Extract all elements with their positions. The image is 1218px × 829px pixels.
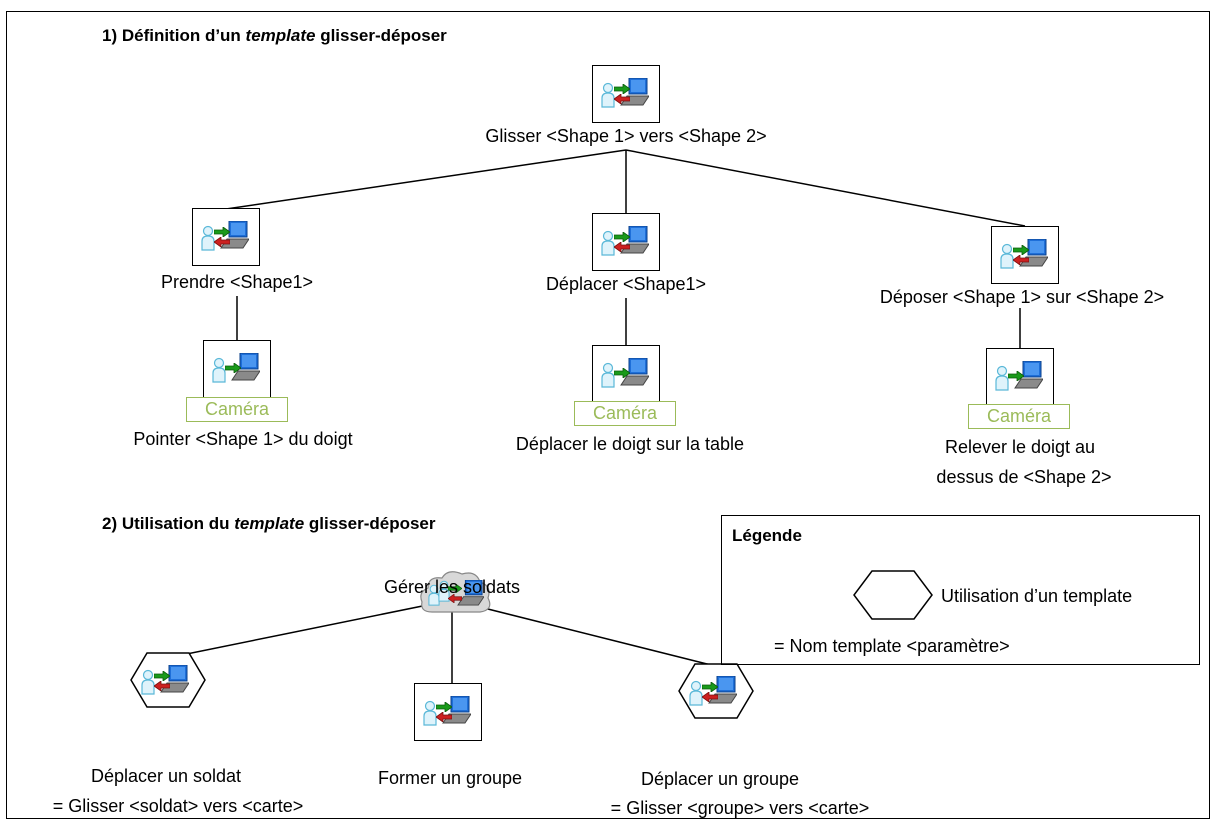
user-to-computer-icon bbox=[601, 358, 649, 388]
leaf-task-pointer bbox=[203, 340, 271, 398]
root-interaction-task bbox=[592, 65, 660, 123]
hexagon-template-icon bbox=[130, 652, 206, 708]
user-computer-interaction-icon bbox=[201, 221, 249, 251]
legend-box: Légende Utilisation d’un template = Nom … bbox=[721, 515, 1200, 665]
hexagon-template-icon bbox=[678, 663, 754, 719]
leaf-label-deplacer-doigt: Déplacer le doigt sur la table bbox=[515, 434, 745, 454]
hexagon-template-icon bbox=[853, 570, 933, 620]
tree2-child1-line1: Déplacer un soldat bbox=[90, 766, 242, 786]
legend-item-text: Utilisation d’un template bbox=[941, 586, 1133, 606]
tree2-child3-line2: = Glisser <groupe> vers <carte> bbox=[610, 798, 870, 818]
leaf-task-deplacer-doigt bbox=[592, 345, 660, 403]
child-label-deplacer: Déplacer <Shape1> bbox=[545, 274, 707, 294]
leaf-task-relever bbox=[986, 348, 1054, 406]
user-to-computer-icon bbox=[995, 361, 1043, 391]
child-task-prendre bbox=[192, 208, 260, 266]
leaf-label-pointer: Pointer <Shape 1> du doigt bbox=[133, 429, 353, 449]
user-computer-interaction-icon bbox=[1000, 239, 1048, 269]
cloud-abstract-task-icon bbox=[420, 571, 491, 613]
child-task-deposer bbox=[991, 226, 1059, 284]
legend-format-text: = Nom template <paramètre> bbox=[774, 636, 1010, 656]
user-computer-interaction-icon bbox=[601, 226, 649, 256]
diagram-frame bbox=[6, 11, 1210, 819]
child-label-deposer: Déposer <Shape 1> sur <Shape 2> bbox=[879, 287, 1165, 307]
child-label-prendre: Prendre <Shape1> bbox=[160, 272, 314, 292]
section1-title: 1) Définition d’un template glisser-dépo… bbox=[102, 26, 447, 45]
tree2-child3-line1: Déplacer un groupe bbox=[640, 769, 800, 789]
user-to-computer-icon bbox=[212, 353, 260, 383]
camera-tag: Caméra bbox=[574, 401, 676, 426]
tree2-child2-task bbox=[414, 683, 482, 741]
user-computer-interaction-icon bbox=[423, 696, 471, 726]
camera-tag: Caméra bbox=[968, 404, 1070, 429]
tree2-child1-line2: = Glisser <soldat> vers <carte> bbox=[52, 796, 304, 816]
root-task-label: Glisser <Shape 1> vers <Shape 2> bbox=[485, 126, 767, 146]
user-computer-interaction-icon bbox=[601, 78, 649, 108]
tree2-root-label: Gérer les soldats bbox=[383, 577, 521, 597]
tree2-child2-line1: Former un groupe bbox=[377, 768, 523, 788]
legend-title: Légende bbox=[732, 526, 802, 545]
section2-title: 2) Utilisation du template glisser-dépos… bbox=[102, 514, 436, 533]
leaf-label-relever-2: dessus de <Shape 2> bbox=[936, 467, 1112, 487]
camera-tag: Caméra bbox=[186, 397, 288, 422]
leaf-label-relever-1: Relever le doigt au bbox=[944, 437, 1096, 457]
child-task-deplacer bbox=[592, 213, 660, 271]
